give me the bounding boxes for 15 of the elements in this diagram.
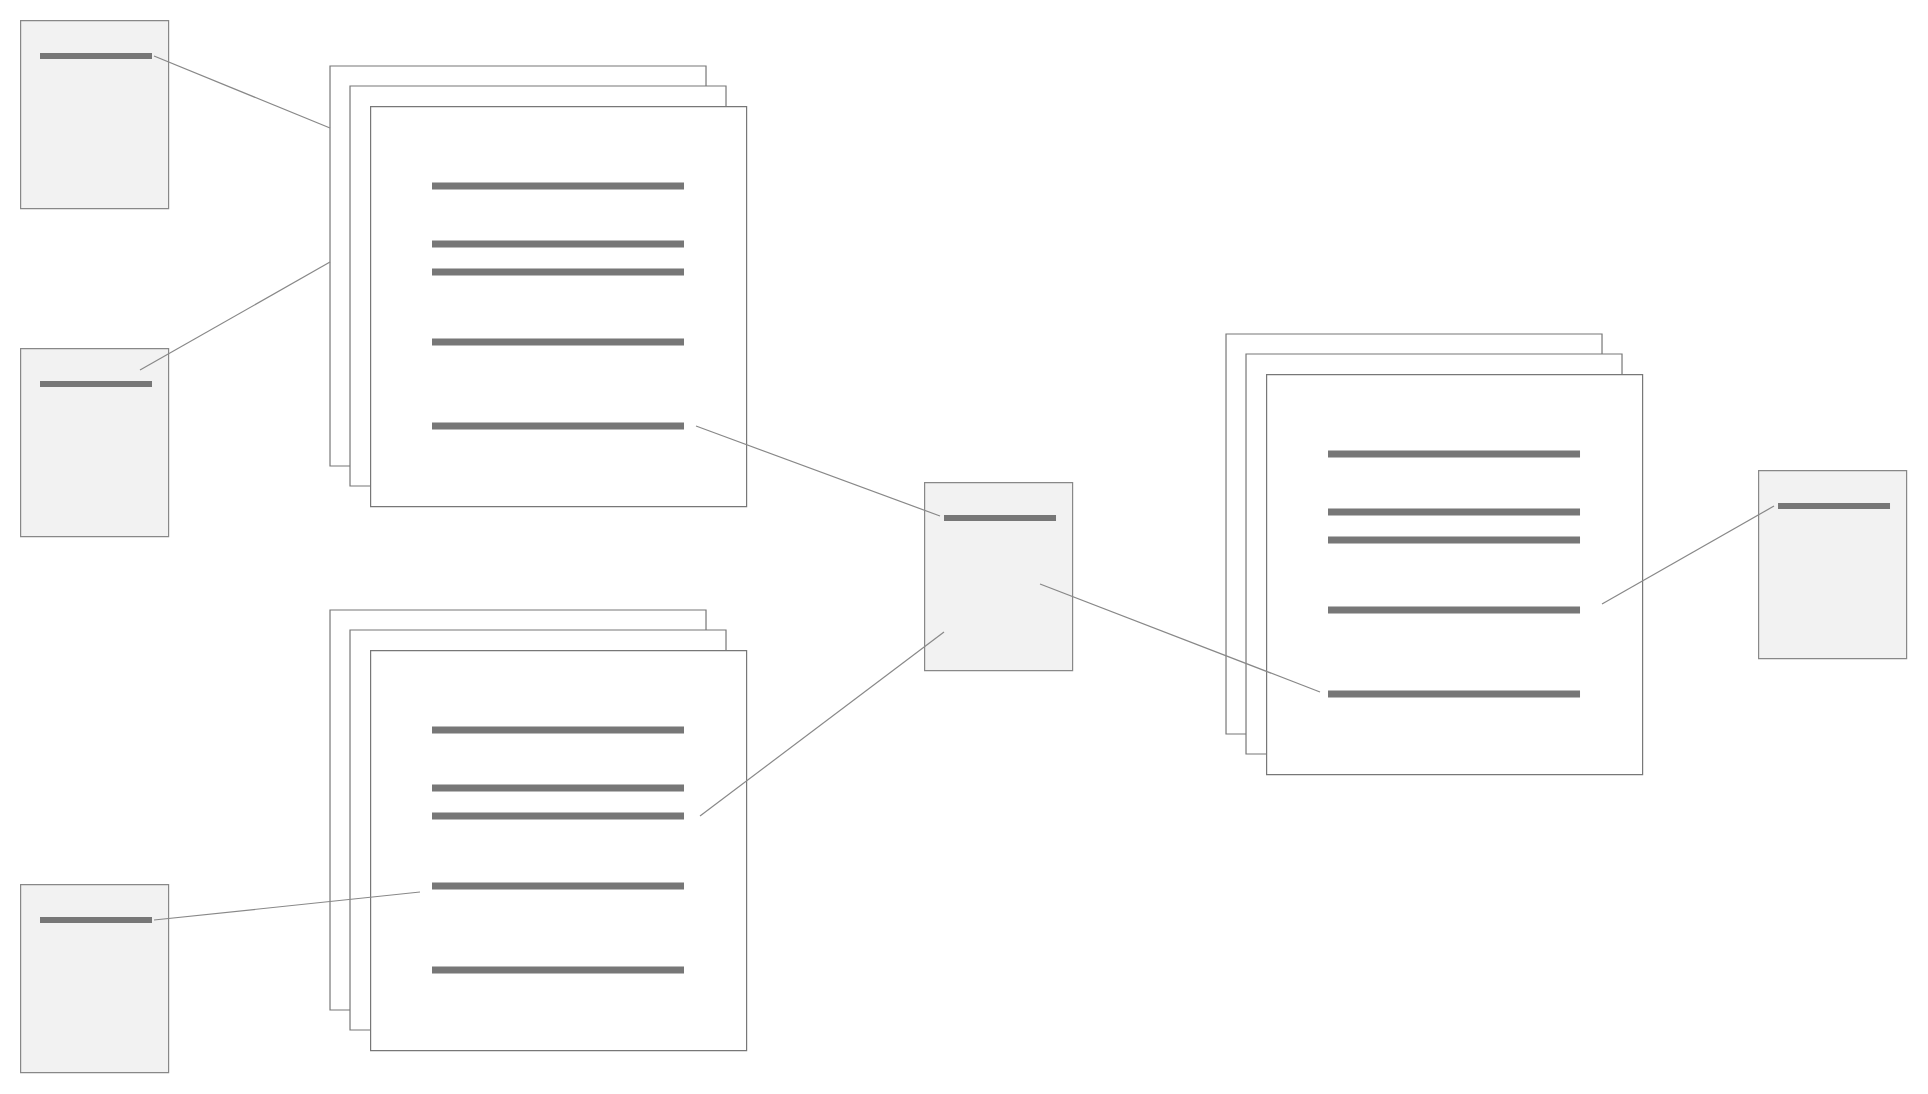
card <box>924 482 1074 672</box>
document-stack <box>329 65 748 508</box>
connector-line <box>699 631 945 817</box>
document-stack <box>329 609 748 1052</box>
connector-line <box>153 55 331 129</box>
connector-line <box>1601 505 1775 605</box>
card <box>20 348 170 538</box>
connector-line <box>153 891 421 921</box>
card <box>20 884 170 1074</box>
connector-line <box>139 261 331 371</box>
connector-line <box>1039 583 1321 693</box>
connector-line <box>695 425 941 517</box>
card <box>20 20 170 210</box>
card <box>1758 470 1908 660</box>
document-stack <box>1225 333 1644 776</box>
